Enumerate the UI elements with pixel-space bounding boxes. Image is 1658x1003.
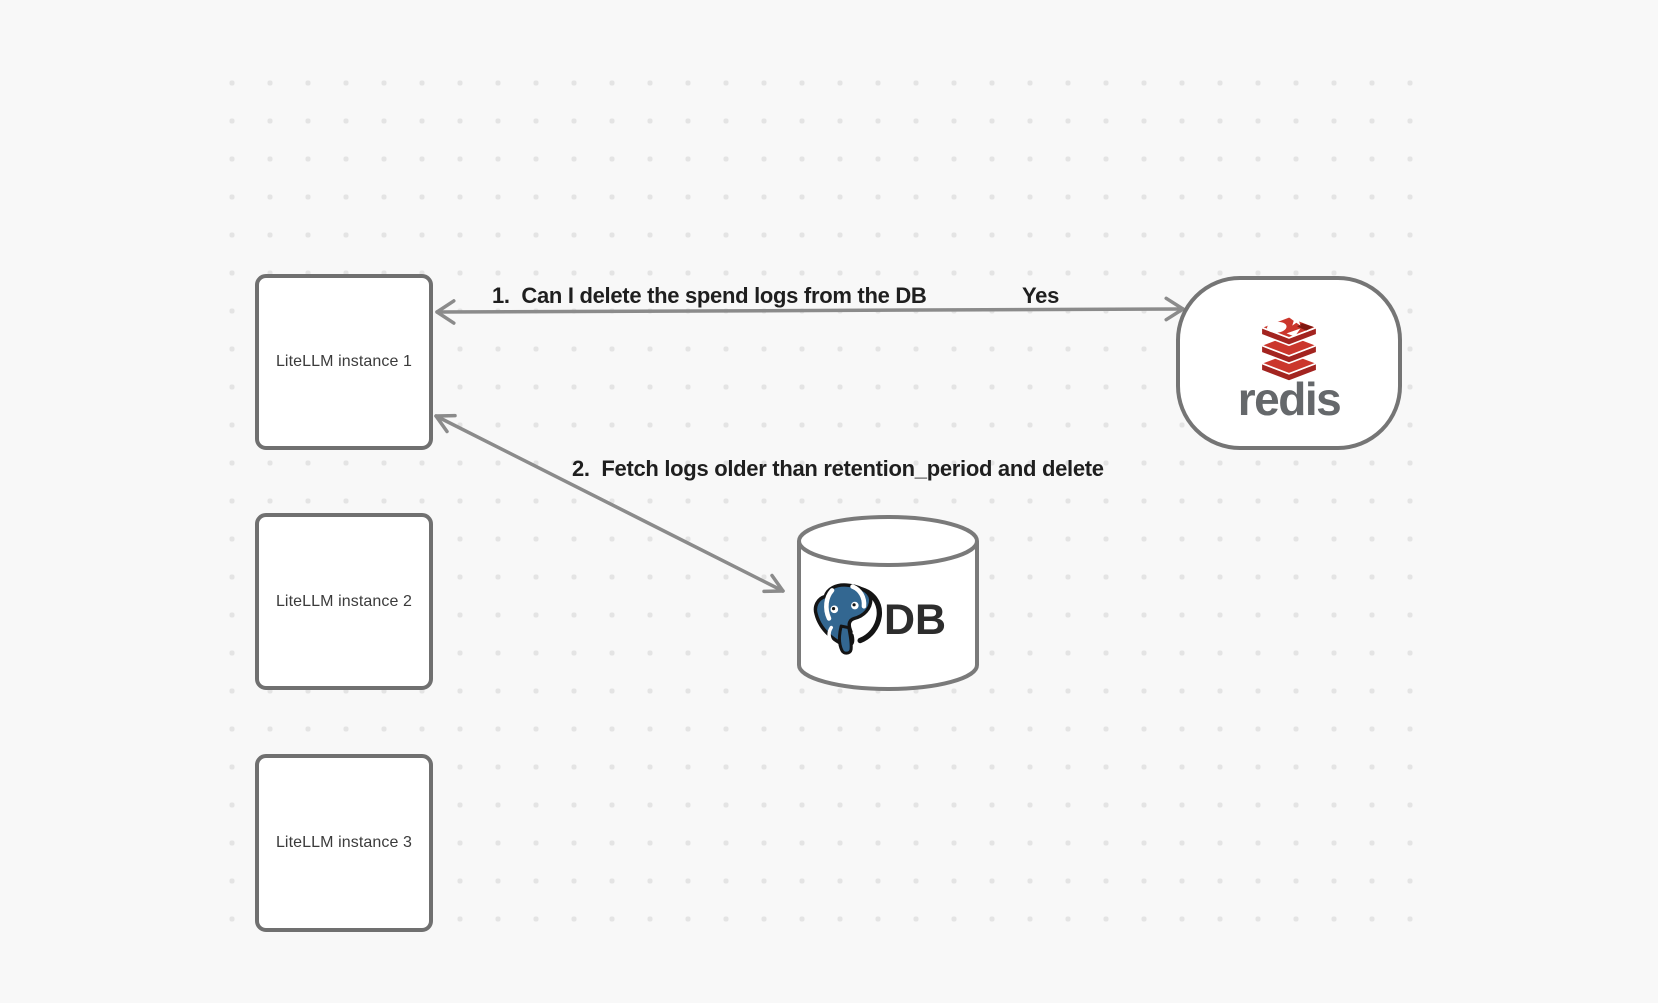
node-label: LiteLLM instance 1 — [275, 353, 413, 370]
postgresql-elephant-icon — [813, 583, 882, 655]
edge-instance1-db[interactable] — [434, 413, 785, 594]
edge2-label[interactable]: 2. Fetch logs older than retention_perio… — [572, 456, 1104, 481]
redis-cube-hole — [1297, 323, 1314, 331]
edge1-label[interactable]: 1. Can I delete the spend logs from the … — [492, 283, 927, 308]
database-label: DB — [884, 596, 947, 644]
node-litellm-instance-2[interactable]: LiteLLM instance 2 — [255, 513, 433, 690]
arrowhead-down-icon — [762, 573, 785, 594]
redis-wordmark: redis — [1237, 373, 1342, 425]
node-redis[interactable]: redis — [1176, 276, 1402, 450]
arrowhead-up-icon — [434, 413, 457, 434]
node-litellm-instance-3[interactable]: LiteLLM instance 3 — [255, 754, 433, 932]
node-litellm-instance-1[interactable]: LiteLLM instance 1 — [255, 274, 433, 450]
node-label: LiteLLM instance 2 — [275, 592, 413, 610]
redis-triangle — [1286, 328, 1301, 337]
edge1-answer-label[interactable]: Yes — [1022, 283, 1060, 308]
arrowhead-left-icon — [435, 299, 456, 325]
redis-logo-icon — [1260, 313, 1318, 382]
redis-star — [1289, 313, 1303, 326]
redis-ellipse — [1267, 321, 1287, 333]
node-label: LiteLLM instance 3 — [275, 834, 413, 851]
